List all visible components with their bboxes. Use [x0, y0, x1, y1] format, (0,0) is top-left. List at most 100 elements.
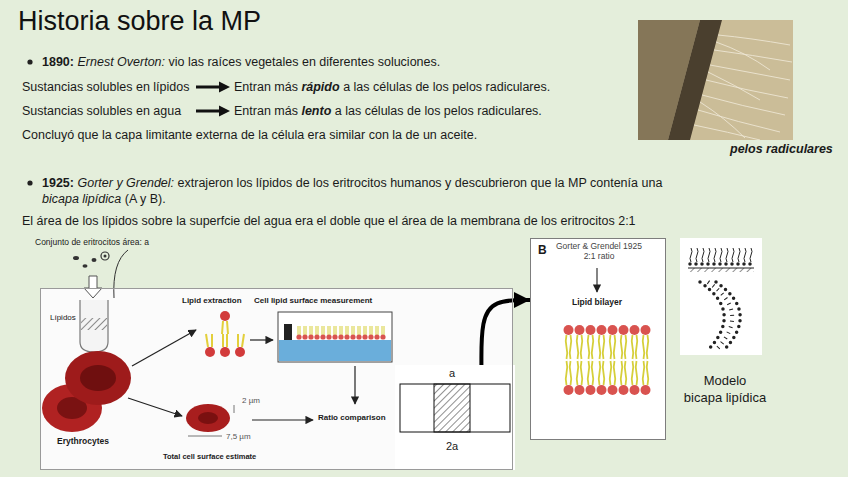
body-text: Sustancias solubles en lípidos	[22, 79, 189, 95]
text-line: Concluyó que la capa limitante externa d…	[22, 127, 477, 143]
bullet-text: 1890:	[42, 54, 74, 70]
photo-caption: pelos radiculares	[730, 141, 833, 157]
panel-b: B Gorter & Grendel 1925 2:1 ratioLipid bi…	[530, 238, 666, 440]
area-rect	[400, 384, 510, 432]
text-arrow	[196, 110, 221, 113]
bullet-text: Gorter y Grendel:	[77, 175, 174, 191]
area-label: 2a	[440, 439, 464, 453]
bullet-text: 1925:	[42, 175, 74, 191]
cell-icon	[104, 255, 107, 258]
text-line: Conjunto de eritrocitos área: a	[35, 237, 149, 248]
slide-title: Historia sobre la MP	[18, 4, 261, 38]
bullet-text: extrajeron los lípidos de los eritrocito…	[178, 175, 663, 191]
process-arrow	[354, 366, 355, 404]
process-arrow	[596, 268, 597, 292]
panel-letter: B	[538, 243, 547, 258]
langmuir-trough	[278, 312, 392, 362]
body-text: a las células de los pelos radiculares.	[335, 103, 542, 119]
text-line: Sustancias solubles en lípidos	[22, 79, 189, 95]
lipid-tail	[206, 334, 244, 347]
step-label: Total cell surface estimate	[163, 452, 256, 461]
text-line: El área de los lípidos sobre la superfci…	[22, 213, 636, 229]
cell-label: Erythrocytes	[57, 436, 109, 447]
text-line: 1890:Ernest Overton:vio las raíces veget…	[42, 54, 440, 70]
ratio-box: a 2a	[395, 365, 515, 470]
body-text: Concluyó que la capa limitante externa d…	[22, 127, 477, 143]
cell-icon	[73, 256, 79, 260]
panel-heading: Gorter & Grendel 1925 2:1 ratio	[553, 241, 645, 261]
sketch-box	[680, 238, 762, 355]
lipid-head	[205, 347, 215, 357]
figure-label: Lípidos	[50, 313, 76, 323]
down-arrow	[84, 276, 102, 298]
erythrocyte-center	[80, 365, 116, 391]
bilayer-heads-sketch	[700, 282, 724, 350]
text-line: Entran máslentoa las células de los pelo…	[234, 103, 542, 119]
erythrocyte-center	[198, 412, 218, 424]
text-line: 1925:Gorter y Grendel:extrajeron los líp…	[42, 175, 662, 191]
area-hatched	[434, 384, 470, 432]
step-label: Ratio comparison	[318, 413, 386, 423]
lipid-monolayer	[296, 326, 386, 340]
lipid-head	[220, 311, 230, 321]
body-text: Entran más	[234, 103, 298, 119]
panel-label: Lipid bilayer	[562, 297, 632, 308]
text-line: Sustancias solubles en agua	[22, 103, 181, 119]
model-caption: bicapa lipídica	[684, 389, 766, 406]
cell-icon	[83, 264, 88, 268]
erythrocyte	[65, 351, 131, 405]
text-arrow	[196, 86, 221, 89]
lipid-band	[81, 318, 107, 330]
bilayer-heads-sketch	[716, 282, 740, 350]
bullet-text: vio las raíces vegetales en diferentes s…	[169, 54, 441, 70]
barrier	[284, 324, 292, 340]
text-line: Entran másrápidoa las células de los pel…	[234, 79, 550, 95]
step-label: Cell lipid surface measurement	[254, 296, 372, 306]
ratio-box-ground	[395, 365, 515, 470]
curved-arrow	[481, 300, 530, 365]
root-hair-photo	[638, 20, 793, 140]
process-arrow	[250, 339, 273, 340]
lipid-head	[220, 347, 230, 357]
bullet	[27, 180, 32, 185]
water-hatch	[688, 268, 754, 272]
root-hairs	[694, 35, 792, 140]
lipid-bilayer	[563, 324, 651, 396]
dimension-label: 2 µm	[242, 396, 260, 406]
process-arrow	[252, 419, 313, 420]
body-text: El área de los lípidos sobre la superfci…	[22, 213, 636, 229]
bullet-text: Ernest Overton:	[77, 54, 165, 70]
process-arrow	[132, 330, 196, 366]
model-caption: Modelo	[704, 372, 747, 389]
water	[279, 340, 391, 361]
panel-b-ground	[530, 238, 666, 440]
bullet-text: bicapa lipídica	[42, 191, 121, 207]
body-text: a las células de los pelos radiculares.	[343, 79, 550, 95]
process-arrow	[128, 398, 182, 416]
lipid-tails-sketch	[688, 248, 754, 262]
text-line: pelos radiculares	[730, 141, 833, 157]
step-label: Lipid extraction	[182, 296, 242, 306]
text-line: Modelo	[665, 372, 785, 389]
area-label: a	[442, 366, 462, 380]
dimension-line	[188, 436, 222, 437]
figure-panel: Lipid extraction Cell lipid surface measu…	[40, 288, 513, 470]
swoosh-line	[114, 250, 128, 298]
lipid-tail	[222, 321, 228, 334]
bilayer-tails-sketch	[708, 282, 732, 350]
bullet	[27, 59, 32, 64]
dimension-label: 7,5 µm	[226, 432, 251, 442]
text-line: bicapa lipídica(A y B).	[42, 191, 166, 207]
body-text: Entran más	[234, 79, 298, 95]
photo-ground	[638, 20, 793, 140]
lipid-head	[235, 347, 245, 357]
cell-icon	[101, 252, 109, 260]
body-text: rápido	[301, 79, 339, 95]
body-text: Sustancias solubles en agua	[22, 103, 181, 119]
test-tube	[80, 300, 108, 352]
text-arrow-head	[219, 82, 230, 93]
body-text: lento	[301, 103, 331, 119]
bullet-text: (A y B).	[125, 191, 166, 207]
figure-label: Conjunto de eritrocitos área: a	[35, 237, 149, 248]
